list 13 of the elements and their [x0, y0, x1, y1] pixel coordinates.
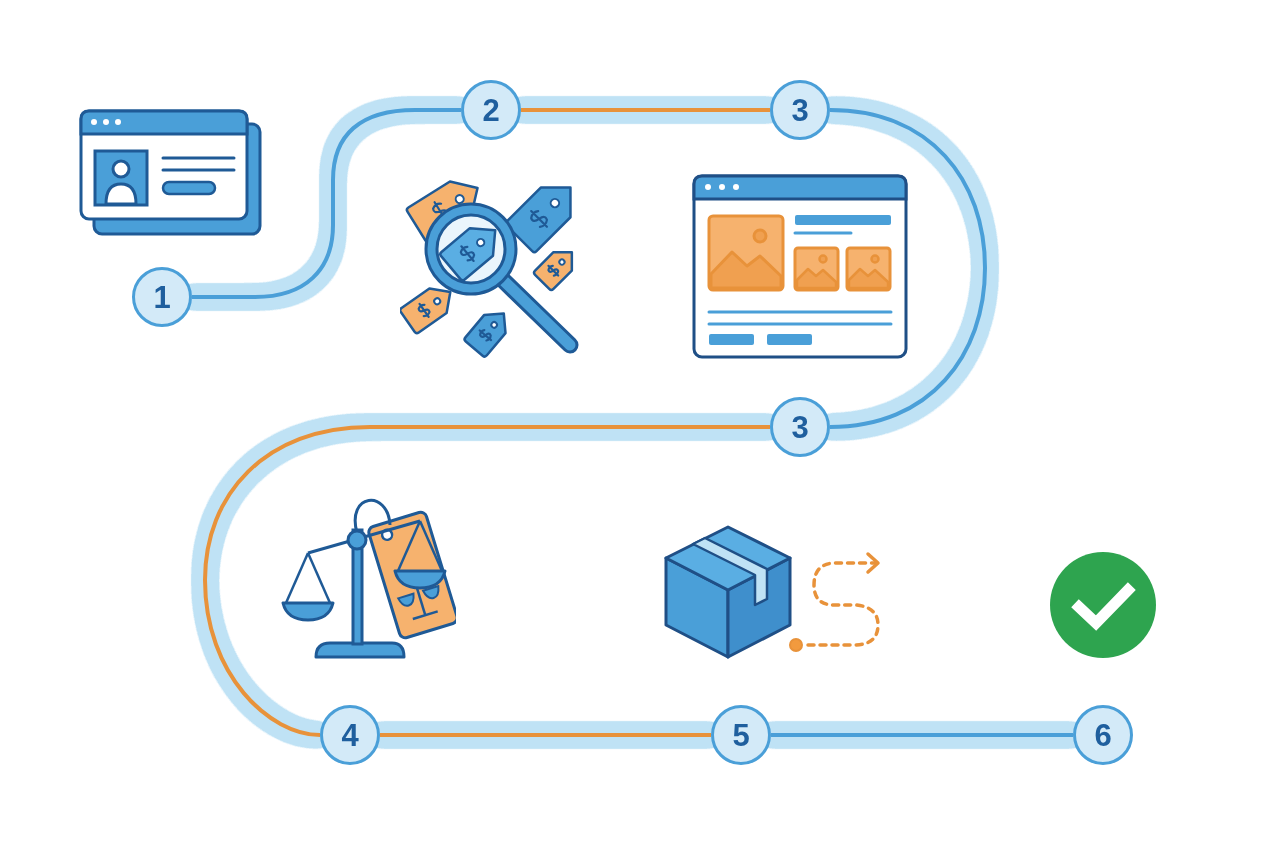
route-line	[828, 108, 987, 429]
route-line	[192, 108, 461, 299]
step-circle: 2	[461, 80, 521, 140]
route-line	[771, 733, 1073, 737]
route-line	[380, 733, 711, 737]
step-circle: 5	[711, 705, 771, 765]
step-circle: 3	[770, 397, 830, 457]
step-circle: 4	[320, 705, 380, 765]
step-circle: 1	[132, 267, 192, 327]
route-line	[521, 108, 770, 112]
step-circle: 3	[770, 80, 830, 140]
step-circle: 6	[1073, 705, 1133, 765]
route-line	[203, 425, 770, 737]
